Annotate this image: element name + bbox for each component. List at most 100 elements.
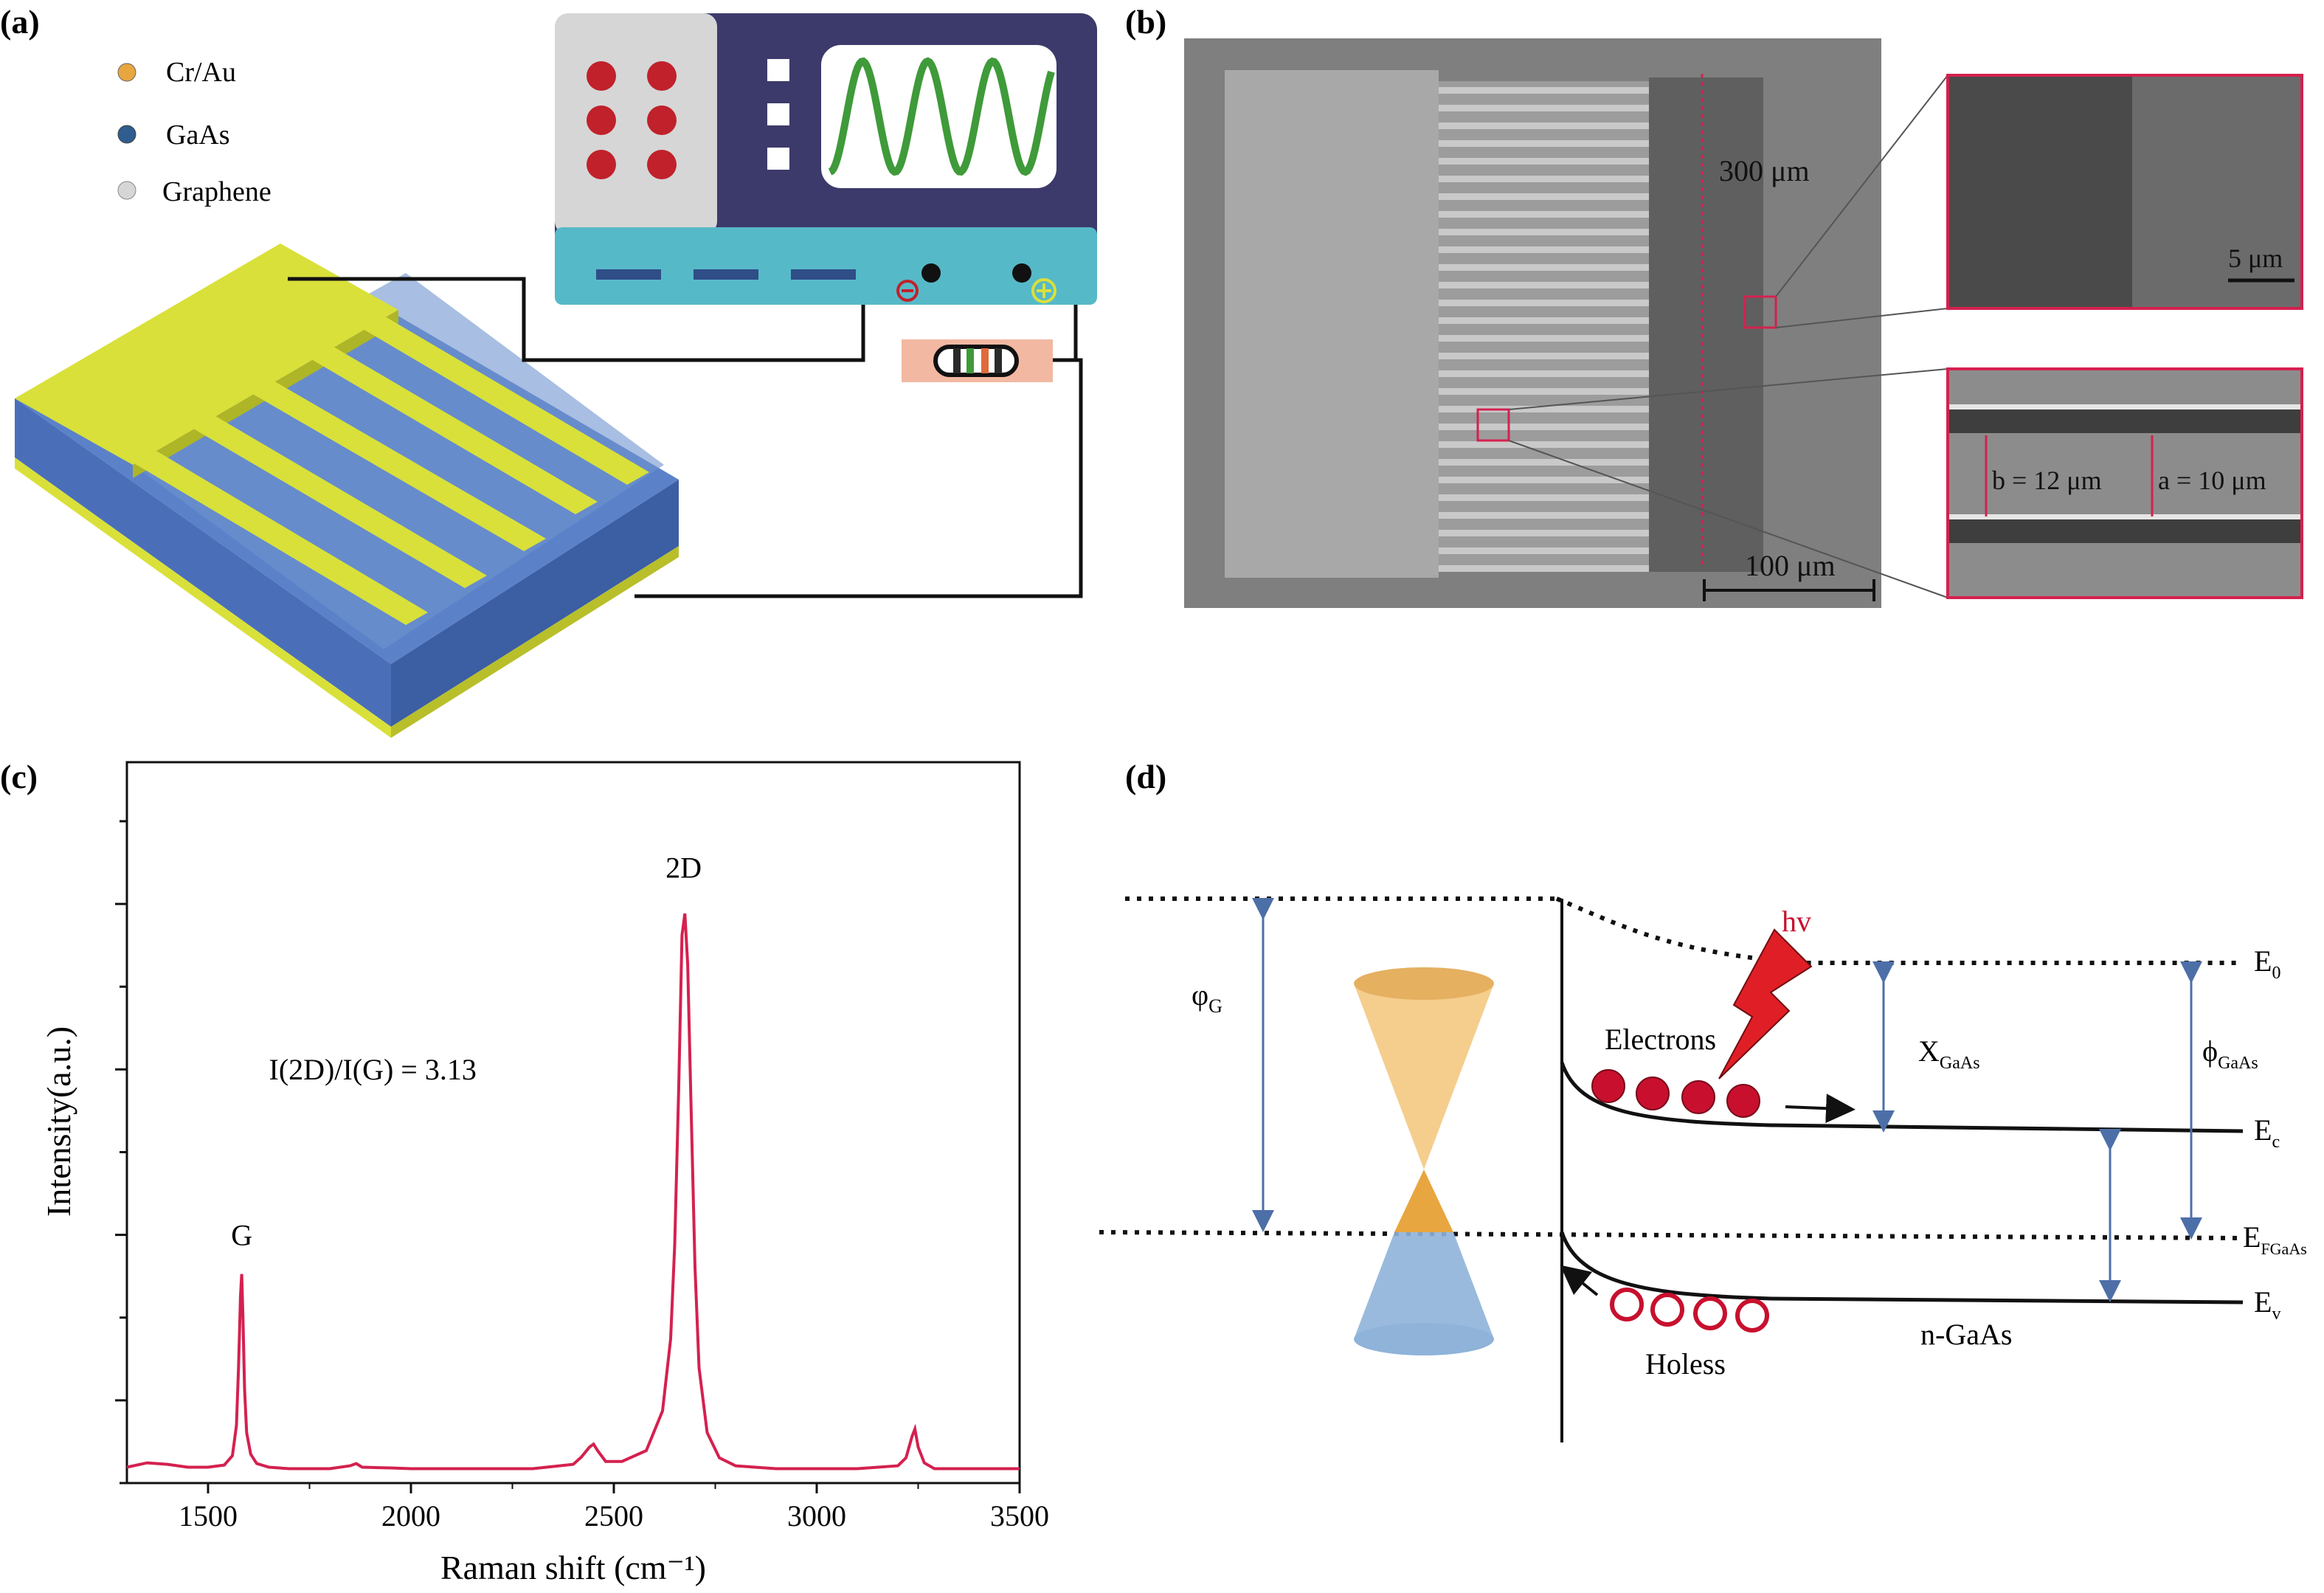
photon-lightning-icon [1718, 928, 1813, 1079]
valence-band [1560, 1231, 2244, 1305]
label-chi-gaas: XGaAs [1918, 1034, 1980, 1073]
sem-finger-stripe [1439, 140, 1649, 147]
panel-b: (b) 300 μm 100 μm 5 μm [1125, 3, 2303, 608]
label-e0: E0 [2254, 944, 2280, 983]
electron-drift-arrow [1785, 1093, 1856, 1124]
legend-label-crau: Cr/Au [166, 57, 236, 88]
bottom-electrode-front [15, 457, 391, 738]
sem-finger-stripe [1439, 512, 1649, 519]
scope-knob [647, 106, 677, 135]
panel-d: (d) [1099, 758, 2307, 1442]
label-holes: Holess [1645, 1347, 1726, 1381]
legend-marker-graphene [117, 181, 136, 200]
resistor-body [933, 345, 1019, 377]
scale-bar-100um [1703, 579, 1875, 601]
label-hv: hv [1782, 905, 1811, 938]
panel-label-a: (a) [0, 3, 40, 41]
label-n-gaas: n-GaAs [1920, 1318, 2012, 1351]
finger-1 [118, 441, 428, 625]
scope-probe-dot [921, 263, 941, 283]
zoom-box-edge [1743, 295, 1777, 329]
label-100um: 100 μm [1745, 549, 1836, 582]
annotation-label: I(2D)/I(G) = 3.13 [269, 1053, 477, 1086]
label-a-width: a = 10 μm [2158, 466, 2266, 495]
scope-knob [647, 150, 677, 179]
label-electrons: Electrons [1605, 1023, 1716, 1056]
legend-label-gaas: GaAs [166, 120, 230, 151]
sem-finger-stripe [1439, 335, 1649, 342]
hole-drift-arrow [1560, 1265, 1599, 1296]
x-tick-label: 1500 [179, 1499, 238, 1532]
finger-5 [347, 307, 649, 485]
sem-finger-stripe [1439, 353, 1649, 359]
gaas-side [391, 480, 679, 727]
x-axis-ticks: 1500 2000 2500 3000 3500 [179, 1483, 1049, 1532]
sem-finger-stripe [1439, 264, 1649, 271]
x-tick-label: 3500 [990, 1499, 1049, 1532]
finger-4 [295, 337, 598, 514]
sem-finger-stripe [1439, 229, 1649, 235]
panel-a: (a) Cr/Au GaAs Graphene [0, 3, 1097, 738]
sem-finger-stripe [1439, 105, 1649, 111]
sem-finger-stripe [1439, 282, 1649, 288]
x-tick-label: 3000 [787, 1499, 846, 1532]
series-line [126, 913, 1020, 1471]
sem-finger-stripe [1439, 122, 1649, 129]
sem-finger-stripe [1439, 211, 1649, 218]
scope-knob [587, 106, 616, 135]
annotation-label: G [231, 1219, 252, 1252]
sem-finger-stripe [1439, 459, 1649, 466]
scope-waveform [828, 57, 1055, 176]
label-5um: 5 μm [2228, 243, 2283, 273]
y-axis-label: Intensity(a.u.) [40, 1026, 77, 1217]
inset-bottom: b = 12 μm a = 10 μm [1946, 367, 2303, 599]
sem-finger-stripe [1439, 406, 1649, 412]
scope-probe-dot [1012, 263, 1031, 283]
conduction-band [1560, 1062, 2244, 1133]
plot-frame [125, 761, 1021, 1485]
sem-finger-stripe [1439, 246, 1649, 253]
scope-knob [647, 61, 677, 91]
y-axis-ticks [115, 820, 127, 1485]
sem-finger-stripe [1439, 477, 1649, 483]
sem-finger-stripe [1439, 193, 1649, 200]
sem-pad-region [1225, 70, 1439, 578]
legend-label-graphene: Graphene [162, 176, 272, 207]
vacuum-levels [1099, 896, 2244, 1240]
finger-3 [236, 372, 546, 551]
label-b-spacing: b = 12 μm [1992, 466, 2102, 495]
annotation-label: 2D [665, 851, 702, 884]
scope-knob [587, 150, 616, 179]
sem-finger-stripe [1439, 176, 1649, 182]
top-pad [15, 243, 398, 465]
x-tick-label: 2000 [381, 1499, 440, 1532]
sem-finger-stripe [1439, 388, 1649, 395]
oscilloscope [555, 13, 1097, 305]
sem-finger-stripe [1439, 494, 1649, 501]
inset-top: 5 μm [1946, 74, 2303, 310]
scope-button [767, 103, 789, 125]
x-axis-label: Raman shift (cm⁻¹) [440, 1549, 706, 1586]
device-illustration [15, 243, 679, 738]
sem-finger-stripe [1439, 370, 1649, 377]
sem-active-strip [1649, 77, 1763, 572]
bottom-electrode-side [391, 546, 679, 738]
energy-arrows [1252, 898, 2202, 1302]
scope-knob [587, 61, 616, 91]
plus-terminal-icon [1031, 278, 1056, 303]
electrons [1591, 1069, 1760, 1118]
sem-finger-stripe [1439, 87, 1649, 94]
minus-terminal-icon [896, 280, 919, 302]
finger-2 [177, 407, 487, 588]
sem-finger-stripe [1439, 530, 1649, 536]
dirac-cone [1354, 967, 1494, 1355]
zoom-box-fingers [1476, 408, 1510, 442]
x-tick-label: 2500 [584, 1499, 643, 1532]
legend-a: Cr/Au GaAs Graphene [117, 57, 272, 207]
label-phi-gaas: ϕGaAs [2202, 1034, 2258, 1073]
holes [1610, 1288, 1769, 1333]
sem-finger-stripe [1439, 424, 1649, 430]
legend-marker-gaas [117, 125, 136, 144]
scope-base [555, 227, 1097, 305]
